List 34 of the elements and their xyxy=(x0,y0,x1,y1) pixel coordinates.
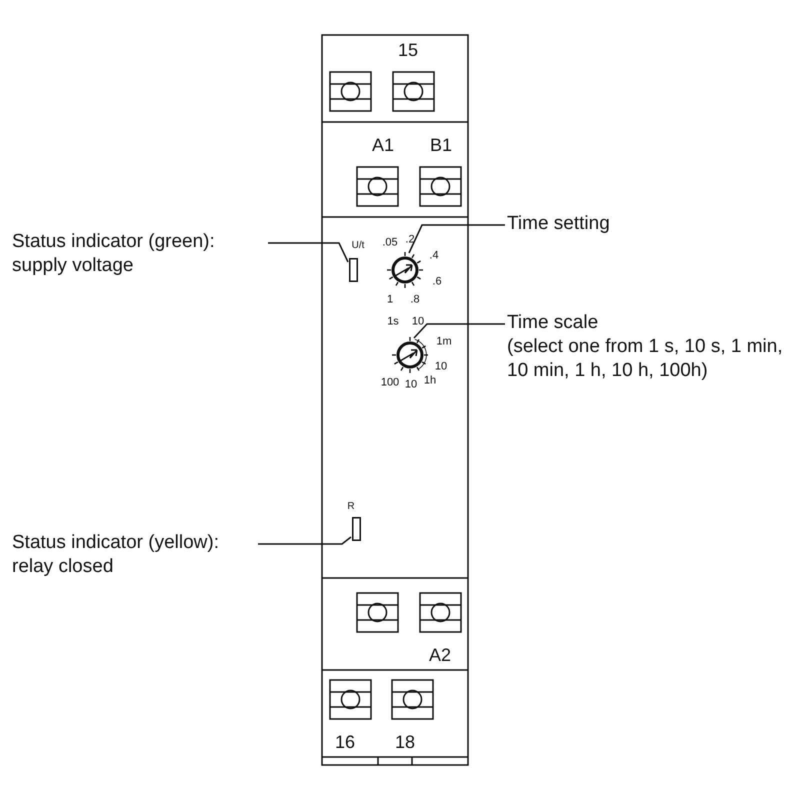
scale-number: .4 xyxy=(429,250,439,262)
leader-line xyxy=(258,536,352,545)
callout-text: Time scale xyxy=(507,311,600,335)
leader-line xyxy=(408,224,505,254)
terminal-label: 15 xyxy=(398,41,418,59)
scale-number: 10 xyxy=(434,362,448,372)
scale-number: 1h xyxy=(424,376,436,386)
scale-number: 100 xyxy=(380,378,400,388)
terminal-label: 18 xyxy=(394,733,416,751)
terminal-label: A2 xyxy=(428,646,452,664)
scale-number: .05 xyxy=(382,238,398,248)
callout-description: (select one from 1 s, 10 s, 1 min, 10 min, 1 h, 10 h, 100h) xyxy=(507,335,784,383)
indicator-label: R xyxy=(347,502,355,512)
rotary-knob xyxy=(386,251,424,289)
leader-line xyxy=(413,323,505,338)
terminal-label: 16 xyxy=(334,733,356,751)
scale-number: 1s xyxy=(387,316,399,328)
scale-number: 10 xyxy=(404,380,418,390)
status-led xyxy=(352,517,361,541)
scale-number: 10 xyxy=(412,316,424,328)
callout-text: Status indicator (green): supply voltage xyxy=(12,230,216,278)
scale-number: 1 xyxy=(386,294,394,306)
callout-text: Status indicator (yellow): relay closed xyxy=(12,531,220,579)
rotary-knob xyxy=(391,336,429,374)
terminal-label: B1 xyxy=(430,136,452,154)
indicator-label: U/t xyxy=(352,241,364,251)
terminal-label: A1 xyxy=(372,136,394,154)
scale-number: 1m xyxy=(436,336,452,348)
callout-text: Time setting xyxy=(507,212,611,236)
scale-number: .8 xyxy=(410,294,420,306)
leader-line xyxy=(268,242,349,262)
scale-number: .6 xyxy=(432,276,442,288)
scale-number: .2 xyxy=(405,234,415,246)
status-led xyxy=(349,258,358,282)
